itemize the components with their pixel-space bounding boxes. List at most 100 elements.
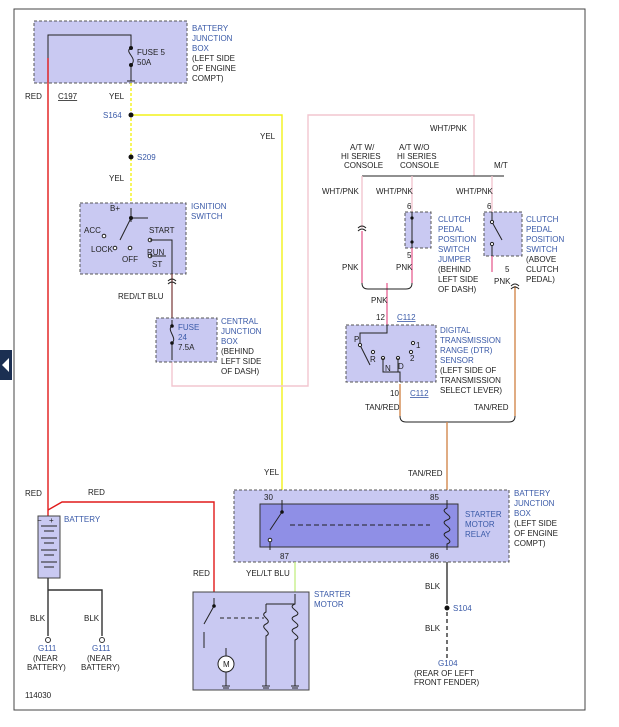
svg-text:(LEFT SIDE: (LEFT SIDE [514, 519, 557, 528]
dtr-pin12: 12 [376, 313, 385, 322]
svg-text:CONSOLE: CONSOLE [344, 161, 383, 170]
pnk-label-2: PNK [396, 263, 413, 272]
red-label-starter: RED [193, 569, 210, 578]
blk-label-2: BLK [84, 614, 100, 623]
clutch-switch-label: CLUTCH PEDAL POSITION SWITCH (ABOVE CLUT… [526, 215, 564, 284]
svg-text:(BEHIND: (BEHIND [438, 265, 471, 274]
battery-label: BATTERY [64, 515, 101, 524]
red-label-battery: RED [25, 489, 42, 498]
svg-text:RANGE (DTR): RANGE (DTR) [440, 346, 493, 355]
tan-red-label-1: TAN/RED [365, 403, 400, 412]
dtr-1: 1 [416, 341, 421, 350]
svg-text:CLUTCH: CLUTCH [526, 265, 559, 274]
near-battery-1b: BATTERY) [27, 663, 66, 672]
c112-label-top: C112 [397, 313, 416, 322]
svg-text:CONSOLE: CONSOLE [400, 161, 439, 170]
jumper-pin5: 5 [407, 251, 412, 260]
dtr-d: D [398, 362, 404, 371]
starter-motor-box [192, 591, 310, 691]
svg-text:CLUTCH: CLUTCH [526, 215, 559, 224]
svg-text:(ABOVE: (ABOVE [526, 255, 556, 264]
svg-text:JUMPER: JUMPER [438, 255, 471, 264]
pnk-label-3: PNK [371, 296, 388, 305]
svg-text:PEDAL: PEDAL [526, 225, 553, 234]
svg-text:BOX: BOX [221, 337, 239, 346]
wht-pnk-label-top: WHT/PNK [430, 124, 468, 133]
c197-label: C197 [58, 92, 78, 101]
svg-text:A/T W/O: A/T W/O [399, 143, 430, 152]
dtr-label: DIGITAL TRANSMISSION RANGE (DTR) SENSOR … [440, 326, 502, 395]
svg-text:PEDAL): PEDAL) [526, 275, 555, 284]
s164-splice [128, 112, 134, 118]
clutch-sw-pin5: 5 [505, 265, 510, 274]
svg-text:COMPT): COMPT) [192, 74, 224, 83]
bjb-top-label: BATTERY JUNCTION BOX (LEFT SIDE OF ENGIN… [192, 24, 236, 83]
fuse5-label-2: 50A [137, 58, 152, 67]
battery-junction-box-top [33, 20, 188, 84]
dtr-p: P [354, 335, 359, 344]
svg-text:DIGITAL: DIGITAL [440, 326, 471, 335]
starter-motor-label-1: STARTER [314, 590, 351, 599]
tan-red-label-3: TAN/RED [408, 469, 443, 478]
svg-text:OF DASH): OF DASH) [438, 285, 477, 294]
clutch-switch-jumper-box [404, 211, 432, 249]
red-wire-to-starter [47, 501, 215, 598]
starter-motor-label-2: MOTOR [314, 600, 344, 609]
pink-wire-loop [171, 114, 475, 387]
svg-text:LEFT SIDE: LEFT SIDE [438, 275, 478, 284]
battery-ground-wires [47, 578, 103, 636]
svg-text:SWITCH: SWITCH [526, 245, 558, 254]
ignition-label-1: IGNITION [191, 202, 227, 211]
c112-label-bottom: C112 [410, 389, 429, 398]
svg-text:SWITCH: SWITCH [438, 245, 470, 254]
red-lt-blu-label: RED/LT BLU [118, 292, 164, 301]
g104-loc-1: (REAR OF LEFT [414, 669, 474, 678]
battery-minus: − [37, 516, 42, 525]
g111-label-1: G111 [38, 644, 57, 653]
yel-label-2: YEL [260, 132, 276, 141]
motor-m: M [223, 660, 230, 669]
svg-text:BOX: BOX [514, 509, 532, 518]
yel-lt-blu-label: YEL/LT BLU [246, 569, 290, 578]
battery-symbol [37, 515, 61, 579]
svg-text:HI SERIES: HI SERIES [341, 152, 381, 161]
jumper-pin6: 6 [407, 202, 412, 211]
figure-number: 114030 [25, 691, 52, 700]
s104-label: S104 [453, 604, 472, 613]
dtr-2: 2 [410, 354, 415, 363]
svg-text:(BEHIND: (BEHIND [221, 347, 254, 356]
svg-text:POSITION: POSITION [438, 235, 476, 244]
ign-b-plus: B+ [110, 204, 120, 213]
blk-label-3: BLK [425, 582, 441, 591]
svg-text:STARTER: STARTER [465, 510, 502, 519]
svg-text:JUNCTION: JUNCTION [192, 34, 233, 43]
dtr-pin10: 10 [390, 389, 399, 398]
wht-pnk-label-3: WHT/PNK [456, 187, 494, 196]
yel-label-4: YEL [264, 468, 280, 477]
relay-pin87: 87 [280, 552, 289, 561]
svg-text:(LEFT SIDE OF: (LEFT SIDE OF [440, 366, 496, 375]
ign-lock: LOCK [91, 245, 113, 254]
collapse-side-tab[interactable] [0, 350, 12, 380]
svg-text:SELECT LEVER): SELECT LEVER) [440, 386, 502, 395]
relay-pin86: 86 [430, 552, 439, 561]
fuse24-label-1: FUSE [178, 323, 199, 332]
svg-text:MOTOR: MOTOR [465, 520, 495, 529]
ignition-switch-box [79, 202, 187, 275]
diagram-frame [13, 8, 586, 711]
ign-run: RUN [147, 248, 165, 257]
at-with-console-label: A/T W/ HI SERIES CONSOLE [341, 143, 383, 170]
bjb-relay-label: BATTERY JUNCTION BOX (LEFT SIDE OF ENGIN… [514, 489, 558, 548]
clutch-pedal-switch-box [483, 211, 523, 257]
near-battery-1a: (NEAR [33, 654, 58, 663]
svg-text:(LEFT SIDE: (LEFT SIDE [192, 54, 235, 63]
dtr-r: R [370, 355, 376, 364]
svg-text:BOX: BOX [192, 44, 210, 53]
relay-pin85: 85 [430, 493, 439, 502]
clutch-jumper-label: CLUTCH PEDAL POSITION SWITCH JUMPER (BEH… [438, 215, 478, 294]
ignition-label-2: SWITCH [191, 212, 223, 221]
svg-text:LEFT SIDE: LEFT SIDE [221, 357, 261, 366]
svg-text:CLUTCH: CLUTCH [438, 215, 471, 224]
g104-loc-2: FRONT FENDER) [414, 678, 480, 687]
